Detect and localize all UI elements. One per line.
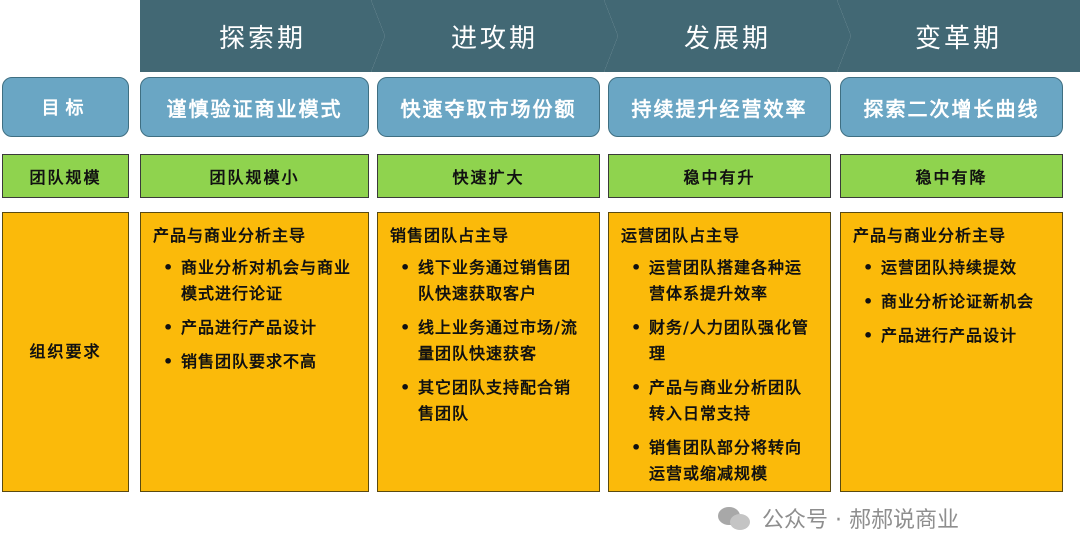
phase-explore: 探索期 [140,0,385,72]
org-bullet: 产品进行产品设计 [853,323,1050,349]
org-bullet: 产品进行产品设计 [153,315,356,341]
org-cell-heading: 销售团队占主导 [390,226,510,245]
org-bullet-list: 线下业务通过销售团队快速获取客户 线上业务通过市场/流量团队快速获客 其它团队支… [390,255,587,427]
team-row-label: 团队规模 [2,154,129,198]
org-bullet: 商业分析论证新机会 [853,289,1050,315]
wechat-icon [718,505,752,531]
team-cell-development: 稳中有升 [608,154,831,198]
phase-offense: 进攻期 [371,0,618,72]
org-bullet: 销售团队部分将转向运营或缩减规模 [621,435,818,487]
goal-cell-explore: 谨慎验证商业模式 [140,77,369,137]
org-cell-transformation: 产品与商业分析主导 运营团队持续提效 商业分析论证新机会 产品进行产品设计 [840,212,1063,492]
goal-cell-development: 持续提升经营效率 [608,77,831,137]
org-bullet: 运营团队搭建各种运营体系提升效率 [621,255,818,307]
org-row-label: 组织要求 [2,212,129,492]
org-cell-heading: 产品与商业分析主导 [153,226,307,245]
phase-label: 进攻期 [450,23,538,54]
phase-transformation: 变革期 [837,0,1080,72]
goal-cell-transformation: 探索二次增长曲线 [840,77,1063,137]
org-bullet: 销售团队要求不高 [153,349,356,375]
goal-row-label: 目标 [2,77,129,137]
org-bullet-list: 运营团队搭建各种运营体系提升效率 财务/人力团队强化管理 产品与商业分析团队转入… [621,255,818,487]
org-bullet: 商业分析对机会与商业模式进行论证 [153,255,356,307]
org-bullet: 其它团队支持配合销售团队 [390,375,587,427]
phase-label: 发展期 [683,23,771,54]
org-cell-development: 运营团队占主导 运营团队搭建各种运营体系提升效率 财务/人力团队强化管理 产品与… [608,212,831,492]
org-cell-heading: 产品与商业分析主导 [853,226,1007,245]
phase-label: 探索期 [218,23,306,54]
phase-development: 发展期 [604,0,851,72]
org-bullet: 产品与商业分析团队转入日常支持 [621,375,818,427]
org-cell-offense: 销售团队占主导 线下业务通过销售团队快速获取客户 线上业务通过市场/流量团队快速… [377,212,600,492]
watermark-text: 公众号 · 郝郝说商业 [762,508,959,533]
phase-label: 变革期 [914,23,1002,54]
goal-cell-offense: 快速夺取市场份额 [377,77,600,137]
org-bullet-list: 商业分析对机会与商业模式进行论证 产品进行产品设计 销售团队要求不高 [153,255,356,375]
org-bullet: 线上业务通过市场/流量团队快速获客 [390,315,587,367]
team-cell-offense: 快速扩大 [377,154,600,198]
org-cell-explore: 产品与商业分析主导 商业分析对机会与商业模式进行论证 产品进行产品设计 销售团队… [140,212,369,492]
org-cell-heading: 运营团队占主导 [621,226,741,245]
team-cell-explore: 团队规模小 [140,154,369,198]
team-cell-transformation: 稳中有降 [840,154,1063,198]
org-bullet: 运营团队持续提效 [853,255,1050,281]
org-bullet: 线下业务通过销售团队快速获取客户 [390,255,587,307]
watermark: 公众号 · 郝郝说商业 [718,498,1058,538]
org-bullet: 财务/人力团队强化管理 [621,315,818,367]
org-bullet-list: 运营团队持续提效 商业分析论证新机会 产品进行产品设计 [853,255,1050,349]
